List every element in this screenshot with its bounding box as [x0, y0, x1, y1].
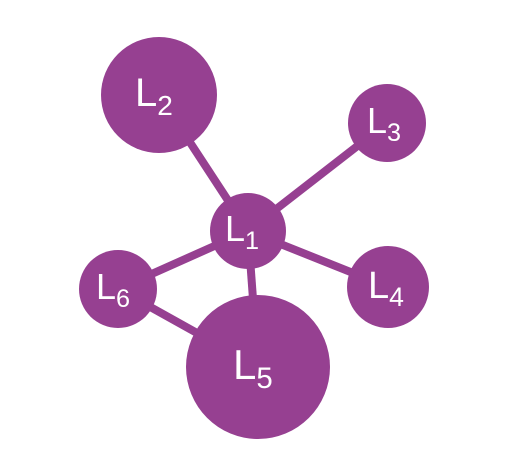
node-label-l6: L6: [96, 266, 130, 313]
node-letter: L: [96, 266, 116, 307]
node-circle-l1: [210, 193, 286, 269]
node-circle-l5: [186, 295, 330, 439]
node-subscript: 2: [157, 90, 173, 121]
node-subscript: 3: [387, 119, 401, 147]
node-label-l3: L3: [367, 100, 401, 147]
node-label-l2: L2: [135, 71, 173, 121]
node-l5: L5: [186, 295, 330, 439]
node-circle-l2: [101, 37, 217, 153]
node-label-l4: L4: [368, 265, 404, 312]
node-letter: L: [367, 100, 387, 141]
node-letter: L: [368, 265, 389, 307]
node-l6: L6: [79, 250, 157, 328]
node-circle-l3: [348, 84, 426, 162]
node-circle-l6: [79, 250, 157, 328]
node-l3: L3: [348, 84, 426, 162]
node-l2: L2: [101, 37, 217, 153]
node-subscript: 4: [389, 282, 404, 312]
node-l1: L1: [210, 193, 286, 269]
node-l4: L4: [347, 246, 429, 328]
node-subscript: 6: [116, 285, 130, 313]
node-subscript: 1: [245, 227, 259, 255]
node-letter: L: [225, 208, 245, 249]
node-label-l1: L1: [225, 208, 259, 255]
node-letter: L: [233, 341, 256, 388]
node-subscript: 5: [256, 362, 272, 395]
node-letter: L: [135, 71, 157, 115]
node-label-l5: L5: [233, 341, 273, 395]
node-circle-l4: [347, 246, 429, 328]
